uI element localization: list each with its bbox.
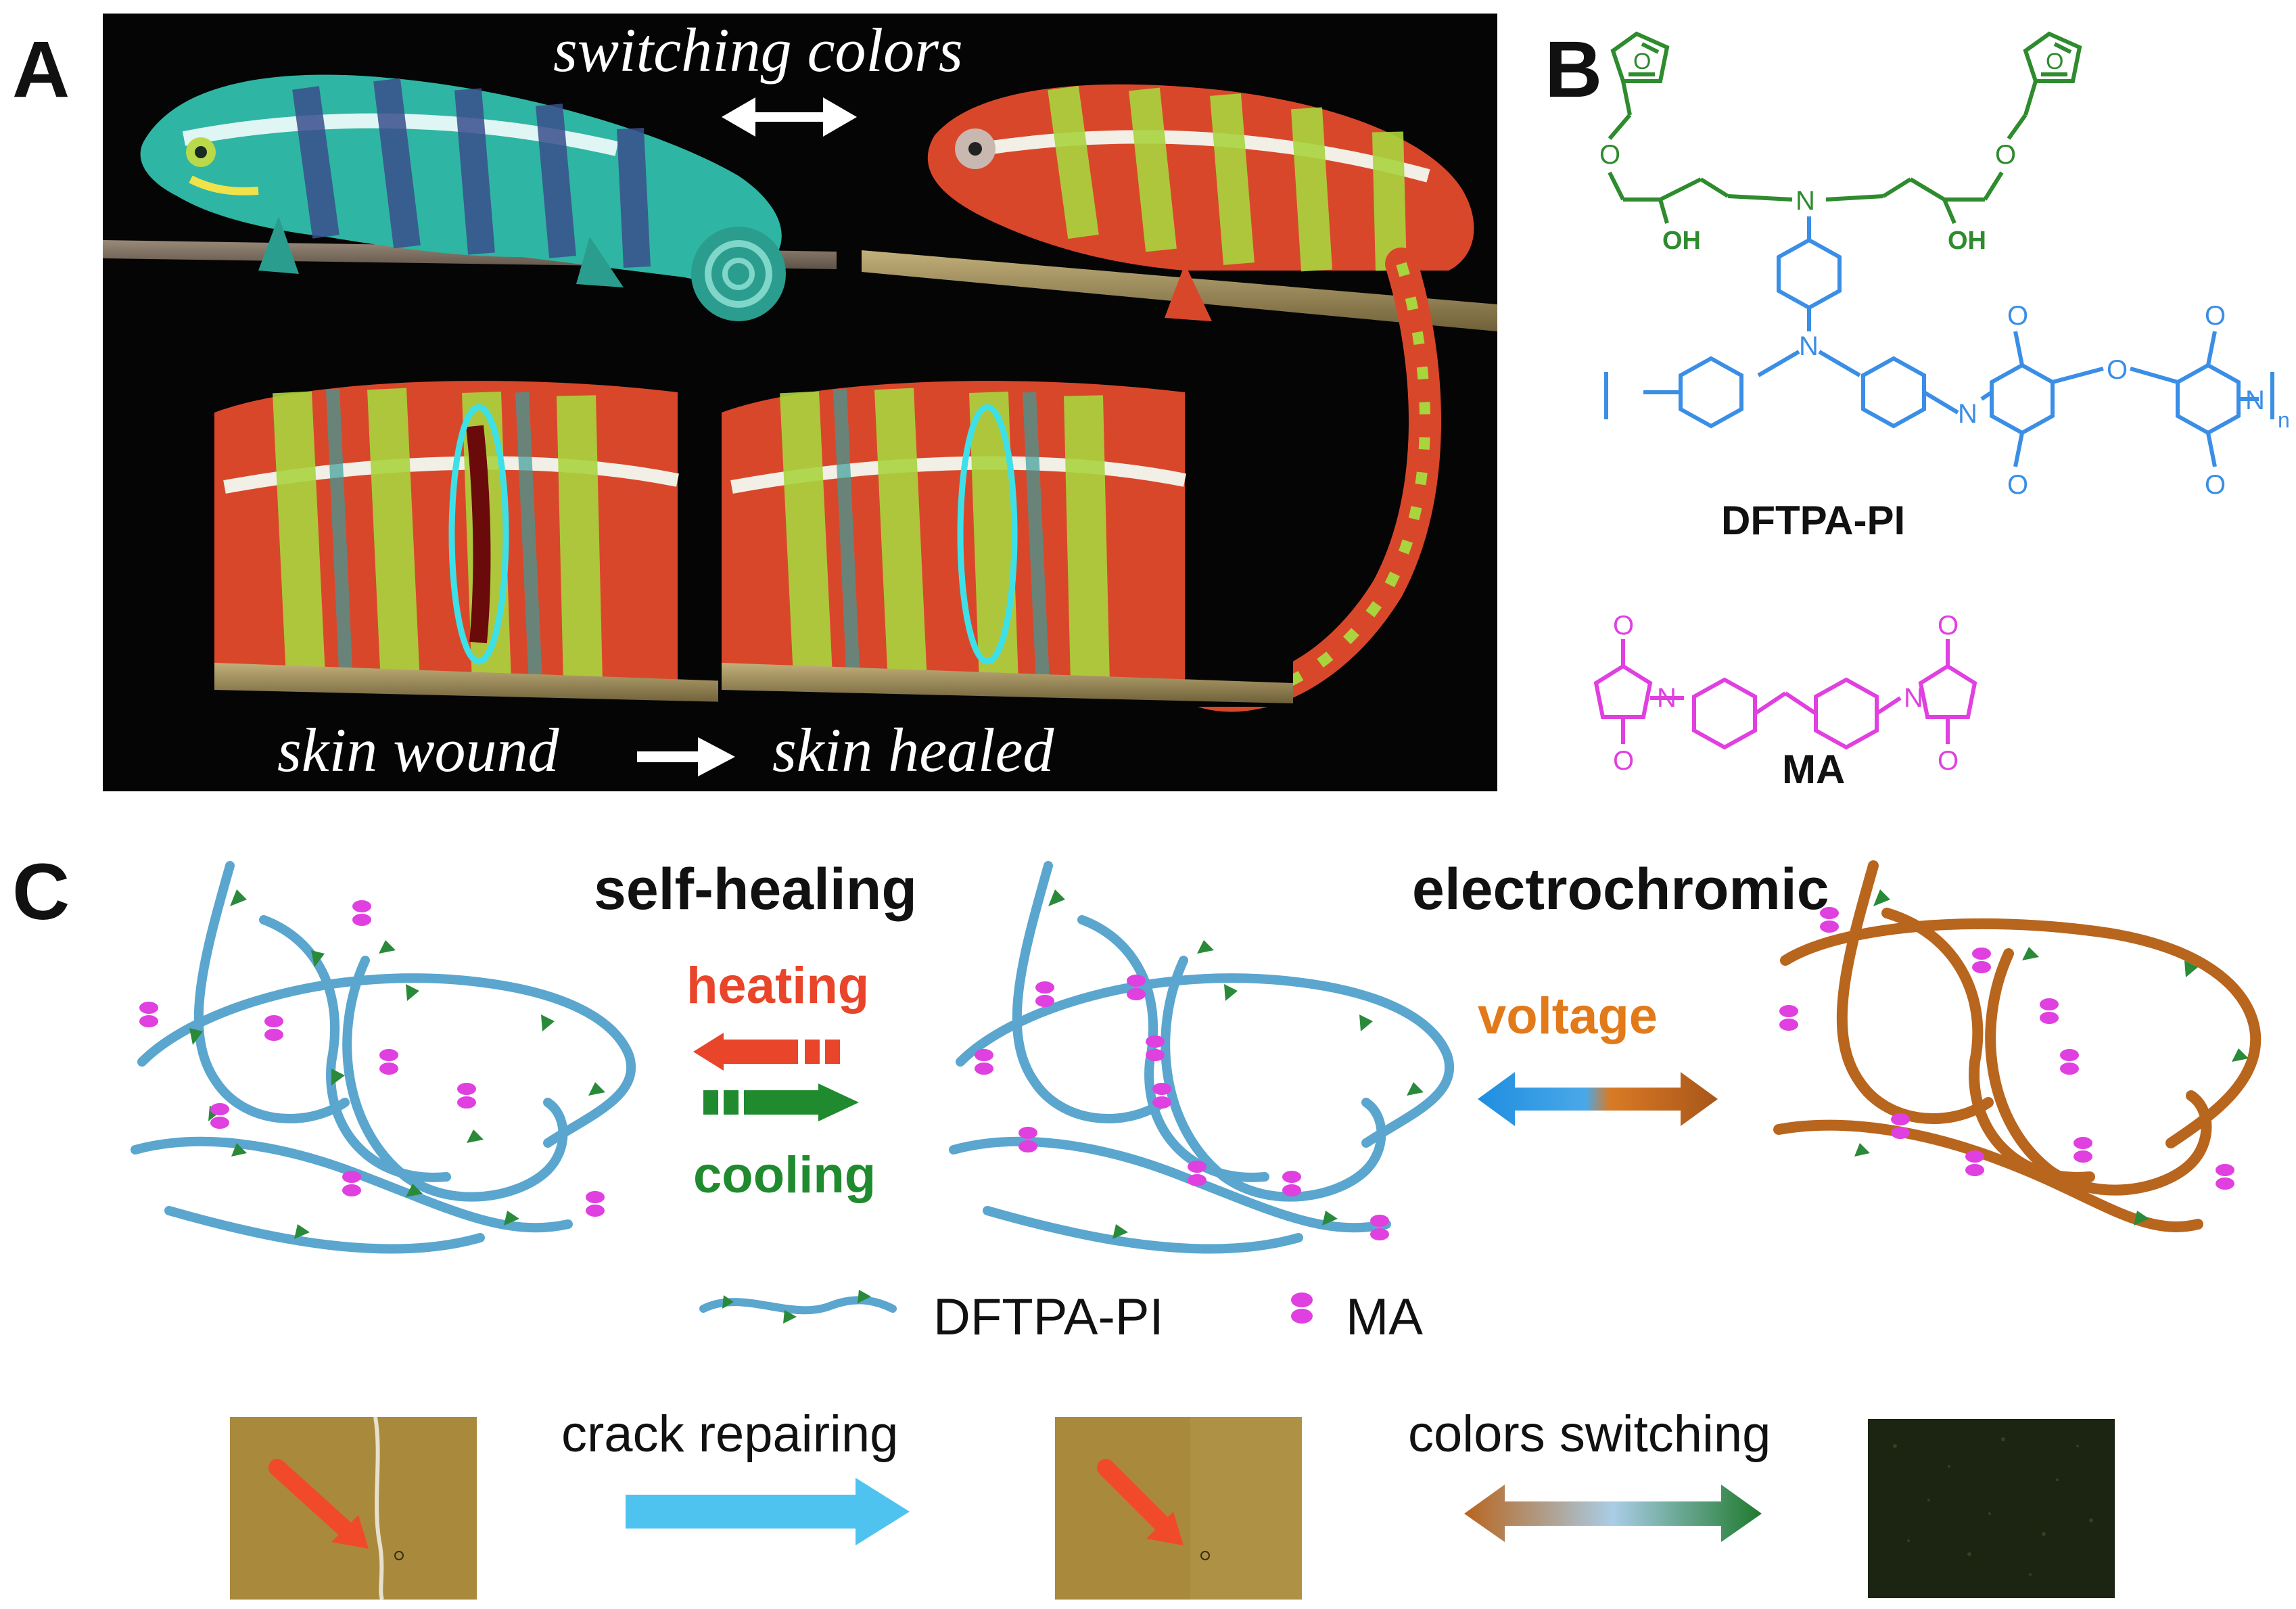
bismaleimide-structure: [1593, 639, 1977, 750]
heating-label: heating: [686, 957, 870, 1015]
voltage-label: voltage: [1478, 987, 1658, 1045]
n-bond-left: [1727, 194, 1793, 202]
crosslinker-structure-name: MA: [1782, 747, 1846, 792]
crack-repairing-label: crack repairing: [561, 1405, 899, 1463]
switch-double-arrow: [722, 97, 857, 137]
ma-o-2: O: [1613, 746, 1634, 776]
ether-o-bridge: O: [2107, 355, 2128, 385]
legend-polymer-chain-icon: [697, 1282, 899, 1329]
ma-o-3: O: [1938, 611, 1959, 640]
film-photo-dark: [1868, 1419, 2115, 1598]
healed-inset: [718, 381, 1293, 707]
network-unbonded: [128, 859, 656, 1272]
network-colored-drawing: [1773, 860, 2262, 1232]
network-colored-state: [1752, 859, 2279, 1272]
electrochromic-title: electrochromic: [1412, 857, 1829, 922]
legend-ma-icon: [1282, 1285, 1322, 1332]
imide-n-right: N: [2245, 386, 2265, 415]
furan-o-left: O: [1633, 49, 1651, 74]
hydroxyl-right: OH: [1948, 227, 1986, 255]
ma-n-right: N: [1904, 683, 1923, 713]
carbonyl-o-4: O: [2205, 470, 2226, 500]
wound-inset: [211, 381, 786, 707]
triphenylamine-n: N: [1799, 331, 1819, 361]
ether-o-right: O: [1995, 140, 2016, 170]
polyimide-structure: [1604, 216, 2274, 467]
teal-chameleon: [140, 74, 786, 321]
network-unbonded-drawing: [131, 861, 636, 1254]
heating-arrow: [693, 1031, 849, 1072]
cooling-label: cooling: [693, 1146, 876, 1204]
polymer-structure-name: DFTPA-PI: [1721, 498, 1906, 543]
panel-b-letter: B: [1545, 25, 1603, 114]
crack-repairing-arrow: [626, 1478, 910, 1545]
carbonyl-o-3: O: [2205, 301, 2226, 331]
ma-n-left: N: [1657, 683, 1677, 713]
chameleon-photo-panel: [103, 14, 1497, 791]
structure-drawing: O O O O OH OH N: [1593, 31, 2290, 776]
panel-c-letter: C: [12, 847, 70, 937]
self-healing-title: self-healing: [594, 857, 917, 922]
wound-highlight-ellipse: [448, 404, 509, 665]
chameleon-photo-illustration: [103, 74, 1497, 776]
carbonyl-o-2: O: [2007, 470, 2028, 500]
n-bond-right: [1825, 194, 1884, 202]
legend-ma-label: MA: [1346, 1288, 1423, 1346]
furan-diol-structure: [1608, 31, 2082, 225]
film-photo-cracked: [230, 1417, 477, 1600]
amine-n: N: [1796, 186, 1815, 216]
network-crosslinked-drawing: [949, 861, 1454, 1254]
panel-a-letter: A: [12, 25, 70, 114]
legend-polymer-label: DFTPA-PI: [933, 1288, 1164, 1346]
healed-highlight-ellipse: [957, 404, 1018, 665]
chemical-structures: O O O O OH OH N: [1549, 14, 2293, 791]
ma-o-4: O: [1938, 746, 1959, 776]
ether-o-left: O: [1599, 140, 1620, 170]
furan-o-right: O: [2046, 49, 2063, 74]
heal-arrow: [637, 737, 735, 776]
switching-colors-caption: switching colors: [553, 16, 963, 85]
cooling-arrow: [703, 1082, 859, 1123]
hydroxyl-left: OH: [1662, 227, 1701, 255]
skin-healed-caption: skin healed: [772, 716, 1054, 785]
carbonyl-o-1: O: [2007, 301, 2028, 331]
ma-o-1: O: [1613, 611, 1634, 640]
film-photo-repaired: [1055, 1417, 1302, 1600]
network-crosslinked: [947, 859, 1474, 1272]
voltage-double-arrow: [1478, 1069, 1718, 1129]
colors-switching-label: colors switching: [1408, 1405, 1771, 1463]
skin-wound-caption: skin wound: [277, 716, 559, 785]
colors-switching-double-arrow: [1464, 1481, 1762, 1545]
imide-n-left: N: [1958, 399, 1977, 429]
repeat-subscript: n: [2278, 408, 2290, 432]
